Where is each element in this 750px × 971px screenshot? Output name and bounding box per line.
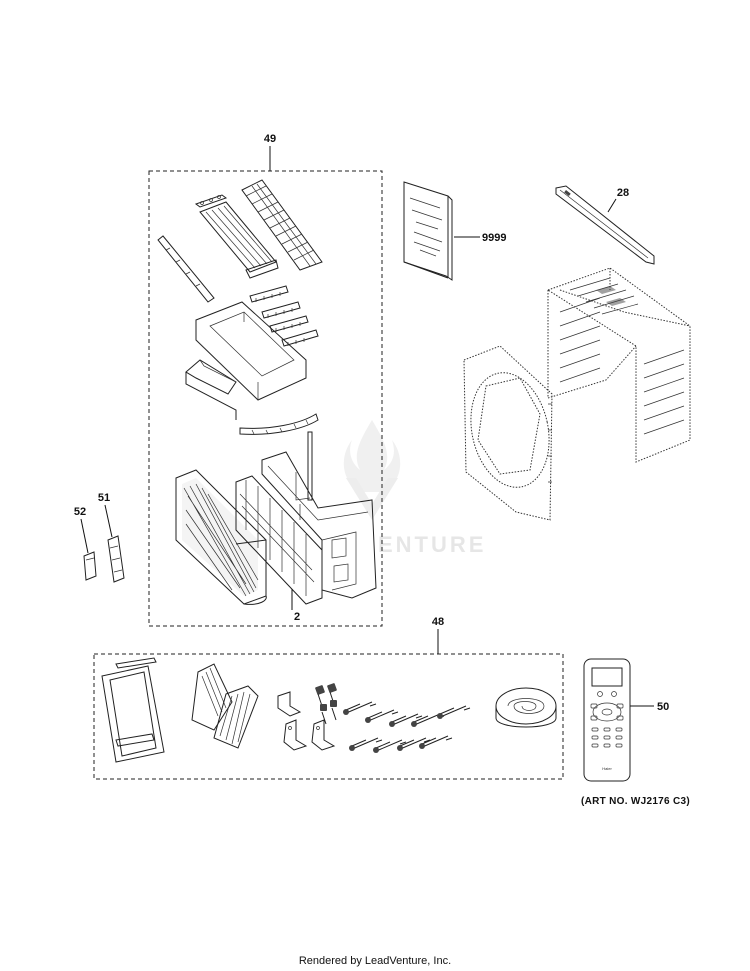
- callout-2: 2: [294, 611, 300, 623]
- part-bolts: [315, 683, 337, 725]
- part-front-grille-panel: [175, 469, 267, 605]
- part-curved-trim: [239, 413, 319, 435]
- callout-52-leader: [80, 518, 89, 554]
- watermark-v-icon: [346, 478, 398, 520]
- callout-48: 48: [432, 616, 444, 628]
- callout-9999: 9999: [482, 232, 506, 244]
- watermark: ENTURE: [343, 420, 486, 557]
- part-small-rod: [307, 431, 313, 501]
- part-ring-frame: [185, 359, 237, 420]
- art-number: (ART NO. WJ2176 C3): [580, 796, 690, 807]
- callout-28-leader: [607, 198, 617, 213]
- callout-28: 28: [617, 187, 629, 199]
- part-accordion-panels: [191, 663, 259, 749]
- part-remote-control: Haier: [583, 658, 631, 782]
- part-upper-housing: [195, 301, 307, 401]
- footer-credit: Rendered by LeadVenture, Inc.: [298, 955, 452, 967]
- callout-49: 49: [264, 133, 276, 145]
- part-owners-manual: [403, 181, 453, 281]
- part-louver-assembly: [199, 201, 279, 279]
- callout-50: 50: [657, 701, 669, 713]
- part-foam-seal-roll: [495, 687, 557, 728]
- part-mounting-brackets: [277, 691, 336, 751]
- callout-51: 51: [98, 492, 110, 504]
- watermark-flame-icon: [343, 420, 401, 492]
- callout-51-leader: [104, 504, 113, 538]
- part-long-rail: [157, 235, 215, 303]
- part-rear-housing: [261, 451, 377, 599]
- part-51-controller: [107, 535, 125, 583]
- callout-52: 52: [74, 506, 86, 518]
- part-screws: [343, 701, 471, 753]
- part-back-panel: [463, 345, 553, 521]
- part-small-rail: [194, 194, 228, 208]
- remote-brand-logo: Haier: [602, 766, 612, 771]
- part-52-sensor: [83, 551, 97, 581]
- part-top-bracket: [555, 185, 655, 265]
- watermark-text: ENTURE: [378, 532, 486, 557]
- part-outer-cabinet: [546, 267, 691, 463]
- part-grille-grid: [241, 179, 323, 271]
- part-filter-screen: [235, 475, 323, 605]
- part-vane-clips: [249, 285, 319, 347]
- part-window-frame: [101, 657, 165, 763]
- group-49-box: [148, 170, 383, 627]
- group-48-box: [93, 653, 564, 780]
